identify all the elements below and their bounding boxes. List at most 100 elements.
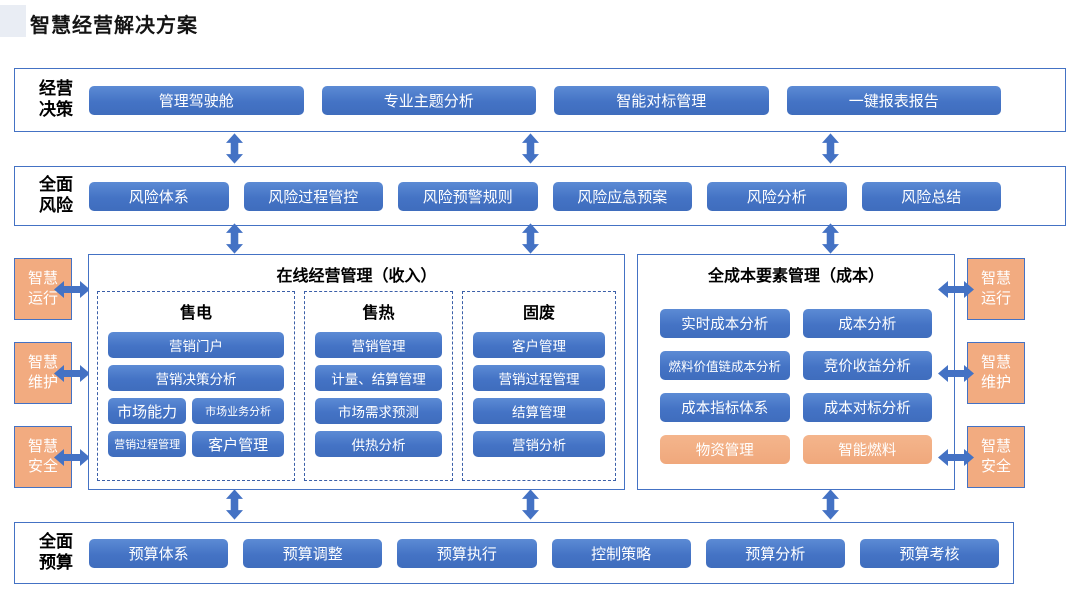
cost-panel-title: 全成本要素管理（成本） (707, 268, 884, 285)
band-label-line: 经营 (39, 79, 73, 99)
budget-item: 预算考核 (859, 538, 1000, 568)
cost-item: 成本指标体系 (660, 393, 790, 422)
cost-panel: 全成本要素管理（成本） 实时成本分析 成本分析 燃料价值链成本分析 竞价收益分析… (637, 254, 955, 490)
side-item-line: 安全 (980, 458, 1011, 475)
side-item-line: 运行 (980, 290, 1011, 307)
revenue-item: 营销过程管理 (473, 365, 605, 391)
band-label-line: 决策 (39, 100, 73, 119)
cost-item: 成本分析 (802, 309, 932, 338)
revenue-item: 计量、结算管理 (315, 365, 442, 391)
double-arrow-vertical-icon (226, 489, 243, 520)
band-label-line: 全面 (39, 175, 73, 195)
side-item-line: 智慧 (980, 269, 1011, 287)
band-label-line: 风险 (39, 196, 73, 215)
column-title: 固废 (522, 305, 555, 322)
side-item-safety: 智慧 安全 (14, 426, 72, 488)
cost-item: 竞价收益分析 (802, 351, 932, 380)
double-arrow-vertical-icon (822, 489, 839, 520)
budget-item: 预算分析 (705, 538, 845, 568)
revenue-panel-title: 在线经营管理（收入） (276, 268, 437, 285)
side-item-line: 智慧 (980, 437, 1011, 455)
revenue-item: 客户管理 (192, 431, 284, 457)
revenue-column-waste: 固废 客户管理 营销过程管理 结算管理 营销分析 (462, 291, 616, 481)
band-budget-label: 全面 预算 (15, 532, 89, 573)
double-arrow-vertical-icon (822, 133, 839, 164)
decision-item: 管理驾驶舱 (89, 85, 304, 115)
risk-item: 风险过程管控 (243, 181, 383, 211)
revenue-item: 营销门户 (108, 332, 284, 358)
side-item-line: 运行 (27, 290, 58, 307)
side-item-line: 智慧 (27, 353, 58, 371)
side-item-line: 维护 (980, 374, 1011, 391)
revenue-item: 市场业务分析 (192, 398, 284, 424)
revenue-item: 营销决策分析 (108, 365, 284, 391)
cost-item-materials: 物资管理 (660, 435, 790, 464)
budget-item: 预算调整 (243, 538, 383, 568)
side-item-maintenance: 智慧 维护 (967, 342, 1025, 404)
revenue-item: 供热分析 (315, 431, 442, 457)
decision-item: 专业主题分析 (321, 85, 536, 115)
band-budget: 全面 预算 预算体系 预算调整 预算执行 控制策略 预算分析 预算考核 (14, 522, 1014, 584)
budget-item: 预算体系 (89, 538, 229, 568)
header-accent-square (0, 5, 26, 37)
risk-item: 风险预警规则 (398, 181, 538, 211)
double-arrow-vertical-icon (226, 223, 243, 254)
side-item-line: 智慧 (27, 437, 58, 455)
double-arrow-vertical-icon (522, 223, 539, 254)
revenue-split-row: 营销过程管理 客户管理 (108, 431, 284, 457)
column-title: 售热 (362, 305, 395, 322)
band-label-line: 预算 (39, 553, 73, 572)
side-item-line: 安全 (27, 458, 58, 475)
revenue-column-electricity: 售电 营销门户 营销决策分析 市场能力 市场业务分析 营销过程管理 客户管理 (97, 291, 295, 481)
double-arrow-vertical-icon (522, 489, 539, 520)
cost-item: 燃料价值链成本分析 (660, 351, 790, 380)
band-decision-items: 管理驾驶舱 专业主题分析 智能对标管理 一键报表报告 (89, 85, 1065, 115)
cost-item: 成本对标分析 (802, 393, 932, 422)
double-arrow-horizontal-icon (54, 449, 90, 466)
band-label-line: 全面 (39, 532, 73, 552)
side-item-operation: 智慧 运行 (967, 258, 1025, 320)
revenue-panel: 在线经营管理（收入） 售电 营销门户 营销决策分析 市场能力 市场业务分析 营销… (88, 254, 625, 490)
risk-item: 风险总结 (861, 181, 1001, 211)
decision-item: 一键报表报告 (786, 85, 1001, 115)
double-arrow-vertical-icon (522, 133, 539, 164)
revenue-column-heating: 售热 营销管理 计量、结算管理 市场需求预测 供热分析 (304, 291, 453, 481)
side-item-line: 智慧 (27, 269, 58, 287)
column-title: 售电 (179, 305, 212, 322)
band-risk-items: 风险体系 风险过程管控 风险预警规则 风险应急预案 风险分析 风险总结 (89, 181, 1065, 211)
revenue-item: 营销分析 (473, 431, 605, 457)
revenue-item: 结算管理 (473, 398, 605, 424)
risk-item: 风险分析 (707, 181, 847, 211)
double-arrow-horizontal-icon (938, 449, 974, 466)
revenue-columns: 售电 营销门户 营销决策分析 市场能力 市场业务分析 营销过程管理 客户管理 售… (97, 291, 616, 481)
revenue-item: 市场能力 (108, 398, 187, 424)
cost-item-smart-fuel: 智能燃料 (802, 435, 932, 464)
risk-item: 风险体系 (89, 181, 229, 211)
page-title: 智慧经营解决方案 (30, 15, 198, 37)
side-item-line: 维护 (27, 374, 58, 391)
cost-grid: 实时成本分析 成本分析 燃料价值链成本分析 竞价收益分析 成本指标体系 成本对标… (660, 309, 932, 464)
revenue-item: 营销过程管理 (108, 431, 187, 457)
budget-item: 控制策略 (551, 538, 691, 568)
band-decision: 经营 决策 管理驾驶舱 专业主题分析 智能对标管理 一键报表报告 (14, 68, 1066, 132)
band-risk: 全面 风险 风险体系 风险过程管控 风险预警规则 风险应急预案 风险分析 风险总… (14, 166, 1066, 226)
double-arrow-vertical-icon (226, 133, 243, 164)
double-arrow-horizontal-icon (54, 365, 90, 382)
double-arrow-horizontal-icon (938, 365, 974, 382)
side-item-line: 智慧 (980, 353, 1011, 371)
revenue-split-row: 市场能力 市场业务分析 (108, 398, 284, 424)
band-risk-label: 全面 风险 (15, 175, 89, 216)
double-arrow-horizontal-icon (54, 281, 90, 298)
double-arrow-vertical-icon (822, 223, 839, 254)
band-budget-items: 预算体系 预算调整 预算执行 控制策略 预算分析 预算考核 (89, 538, 1013, 568)
revenue-item: 市场需求预测 (315, 398, 442, 424)
decision-item: 智能对标管理 (554, 85, 769, 115)
cost-item: 实时成本分析 (660, 309, 790, 338)
side-item-safety: 智慧 安全 (967, 426, 1025, 488)
band-decision-label: 经营 决策 (15, 79, 89, 120)
revenue-item: 客户管理 (473, 332, 605, 358)
budget-item: 预算执行 (397, 538, 537, 568)
risk-item: 风险应急预案 (552, 181, 692, 211)
double-arrow-horizontal-icon (938, 281, 974, 298)
